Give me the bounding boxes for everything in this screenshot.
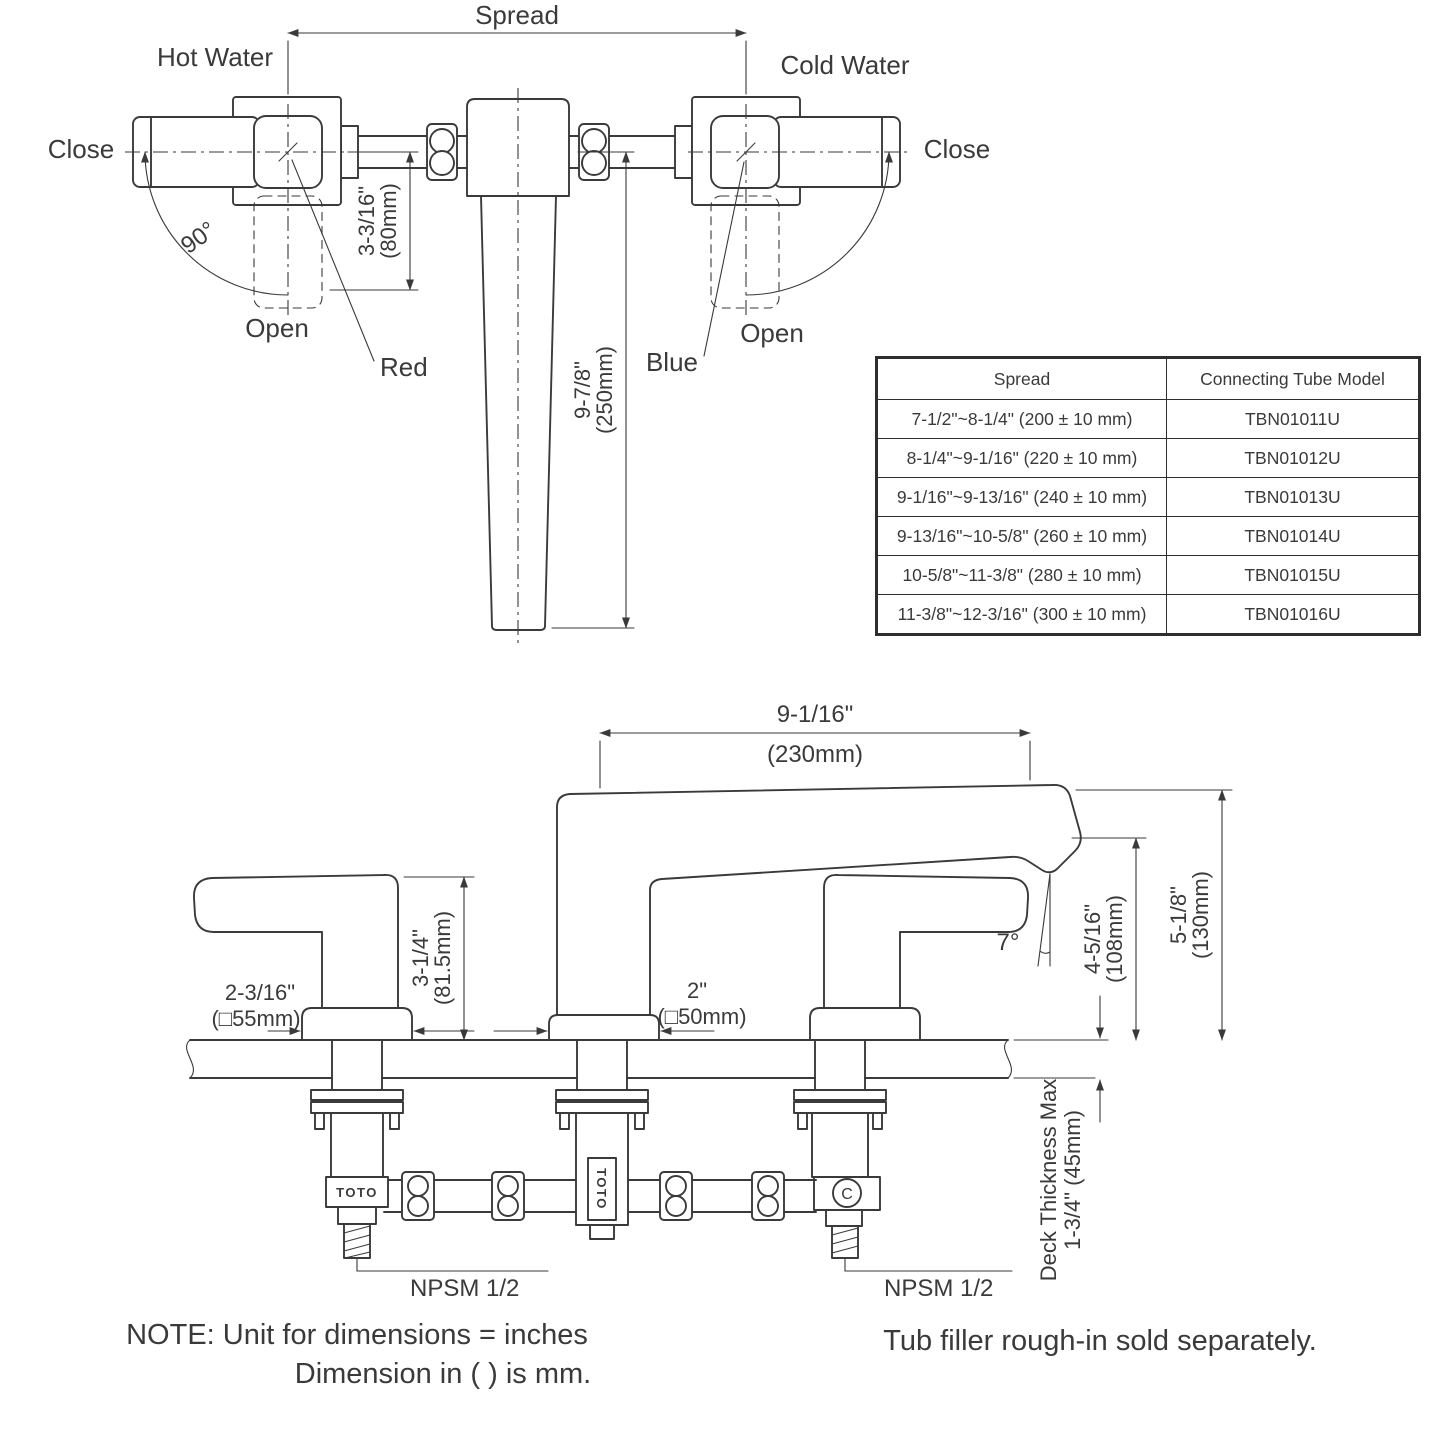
hot-water-label: Hot Water bbox=[157, 42, 273, 72]
deck-thickness-label: Deck Thickness Max bbox=[1036, 1079, 1061, 1282]
dim-handle-base-in: 2-3/16" bbox=[225, 980, 295, 1005]
note-line-1: NOTE: Unit for dimensions = inches bbox=[126, 1319, 588, 1351]
note-line-2: Dimension in ( ) is mm. bbox=[295, 1358, 592, 1390]
dim-spout-250mm: 9-7/8" (250mm) bbox=[551, 151, 635, 629]
cell-model: TBN01016U bbox=[1166, 594, 1420, 635]
top-view: Spread Hot Water Cold Water bbox=[48, 0, 990, 644]
npsm-right-callout: NPSM 1/2 bbox=[844, 1257, 1013, 1302]
dim-outlet-height-mm: (108mm) bbox=[1102, 895, 1127, 983]
table-row: 8-1/4"~9-1/16" (220 ± 10 mm) TBN01012U bbox=[876, 438, 1420, 478]
dim-spout-base-50mm: 2" (□50mm) bbox=[493, 978, 747, 1035]
table-row: 9-13/16"~10-5/8" (260 ± 10 mm) TBN01014U bbox=[876, 516, 1420, 556]
dim-spout-mm: (250mm) bbox=[592, 346, 617, 434]
cell-spread: 9-13/16"~10-5/8" (260 ± 10 mm) bbox=[876, 516, 1167, 556]
angle-7-annotation: 7° bbox=[997, 873, 1051, 967]
table-row: 9-1/16"~9-13/16" (240 ± 10 mm) TBN01013U bbox=[876, 477, 1420, 517]
dim-total-height-130mm: 5-1/8" (130mm) bbox=[1075, 789, 1233, 1041]
cell-model: TBN01011U bbox=[1166, 399, 1420, 439]
dim-outlet-height-108mm: 4-5/16" (108mm) bbox=[1071, 837, 1147, 1041]
cell-spread: 8-1/4"~9-1/16" (220 ± 10 mm) bbox=[876, 438, 1167, 478]
spread-dimension: Spread bbox=[287, 0, 747, 95]
dim-spout-in: 9-7/8" bbox=[570, 361, 595, 419]
tub-filler-note: Tub filler rough-in sold separately. bbox=[883, 1325, 1317, 1357]
cold-water-label: Cold Water bbox=[780, 50, 909, 80]
dim-spout-base-mm: (□50mm) bbox=[657, 1004, 746, 1029]
dim-reach-in: 9-1/16" bbox=[777, 701, 854, 728]
dim-total-height-mm: (130mm) bbox=[1188, 871, 1213, 959]
table-row: 11-3/8"~12-3/16" (300 ± 10 mm) TBN01016U bbox=[876, 594, 1420, 635]
cell-spread: 7-1/2"~8-1/4" (200 ± 10 mm) bbox=[876, 399, 1167, 439]
dim-handle-base-mm: (□55mm) bbox=[211, 1006, 300, 1031]
handle-left-side-view bbox=[193, 874, 413, 1041]
side-view: 9-1/16" (230mm) bbox=[186, 701, 1233, 1302]
rough-in-valves: TOTO TOTO C bbox=[310, 1089, 887, 1259]
dim-total-height-in: 5-1/8" bbox=[1166, 886, 1191, 944]
dim-reach-mm: (230mm) bbox=[767, 741, 863, 768]
table-row: 7-1/2"~8-1/4" (200 ± 10 mm) TBN01011U bbox=[876, 399, 1420, 439]
deck-thickness-value: 1-3/4" (45mm) bbox=[1060, 1110, 1085, 1250]
angle-7-label: 7° bbox=[997, 929, 1020, 956]
cell-spread: 10-5/8"~11-3/8" (280 ± 10 mm) bbox=[876, 555, 1167, 595]
close-right-label: Close bbox=[924, 134, 990, 164]
notes: NOTE: Unit for dimensions = inches Dimen… bbox=[126, 1319, 1317, 1390]
dim-handle-mm: (80mm) bbox=[376, 183, 401, 259]
connecting-tubes bbox=[340, 123, 693, 181]
valve-shanks bbox=[331, 1038, 866, 1091]
hot-handle-top-view: Close 90° Open Red bbox=[48, 96, 428, 382]
npsm-left-label: NPSM 1/2 bbox=[410, 1275, 519, 1302]
toto-logo-left: TOTO bbox=[336, 1185, 378, 1200]
red-label: Red bbox=[380, 352, 428, 382]
open-right-label: Open bbox=[740, 318, 804, 348]
dim-handle-height-81mm: 3-1/4" (81.5mm) bbox=[403, 876, 475, 1041]
handle-right-side-view bbox=[809, 874, 1029, 1041]
spout-side-view bbox=[548, 784, 1082, 1041]
cell-spread: 9-1/16"~9-13/16" (240 ± 10 mm) bbox=[876, 477, 1167, 517]
spout-top-view bbox=[466, 88, 570, 644]
spread-label: Spread bbox=[475, 0, 559, 30]
table-header-spread: Spread bbox=[876, 357, 1167, 400]
npsm-left-callout: NPSM 1/2 bbox=[356, 1257, 549, 1302]
cell-spread: 11-3/8"~12-3/16" (300 ± 10 mm) bbox=[876, 594, 1167, 635]
dim-spout-base-in: 2" bbox=[687, 978, 707, 1003]
dim-outlet-height-in: 4-5/16" bbox=[1080, 904, 1105, 974]
dim-handle-80mm: 3-3/16" (80mm) bbox=[329, 151, 419, 291]
dim-reach-230mm: 9-1/16" (230mm) bbox=[599, 701, 1031, 789]
cell-model: TBN01015U bbox=[1166, 555, 1420, 595]
toto-logo-center: TOTO bbox=[594, 1168, 609, 1210]
spread-table: Spread Connecting Tube Model 7-1/2"~8-1/… bbox=[875, 356, 1421, 636]
dim-handle-height-mm: (81.5mm) bbox=[430, 911, 455, 1005]
blue-label: Blue bbox=[646, 347, 698, 377]
open-left-label: Open bbox=[245, 313, 309, 343]
table-header-row: Spread Connecting Tube Model bbox=[876, 357, 1420, 400]
angle-90-label: 90° bbox=[176, 216, 221, 259]
table-row: 10-5/8"~11-3/8" (280 ± 10 mm) TBN01015U bbox=[876, 555, 1420, 595]
dim-deck-thickness: Deck Thickness Max 1-3/4" (45mm) bbox=[1013, 995, 1109, 1282]
cold-handle-top-view: Close Open Blue bbox=[646, 96, 990, 377]
cell-model: TBN01014U bbox=[1166, 516, 1420, 556]
table-header-model: Connecting Tube Model bbox=[1166, 357, 1420, 400]
c-mark: C bbox=[841, 1186, 853, 1203]
dim-handle-base-55mm: 2-3/16" (□55mm) bbox=[211, 980, 475, 1035]
dim-handle-height-in: 3-1/4" bbox=[408, 929, 433, 987]
cell-model: TBN01013U bbox=[1166, 477, 1420, 517]
cell-model: TBN01012U bbox=[1166, 438, 1420, 478]
close-left-label: Close bbox=[48, 134, 114, 164]
dim-handle-in: 3-3/16" bbox=[354, 186, 379, 256]
npsm-right-label: NPSM 1/2 bbox=[884, 1275, 993, 1302]
